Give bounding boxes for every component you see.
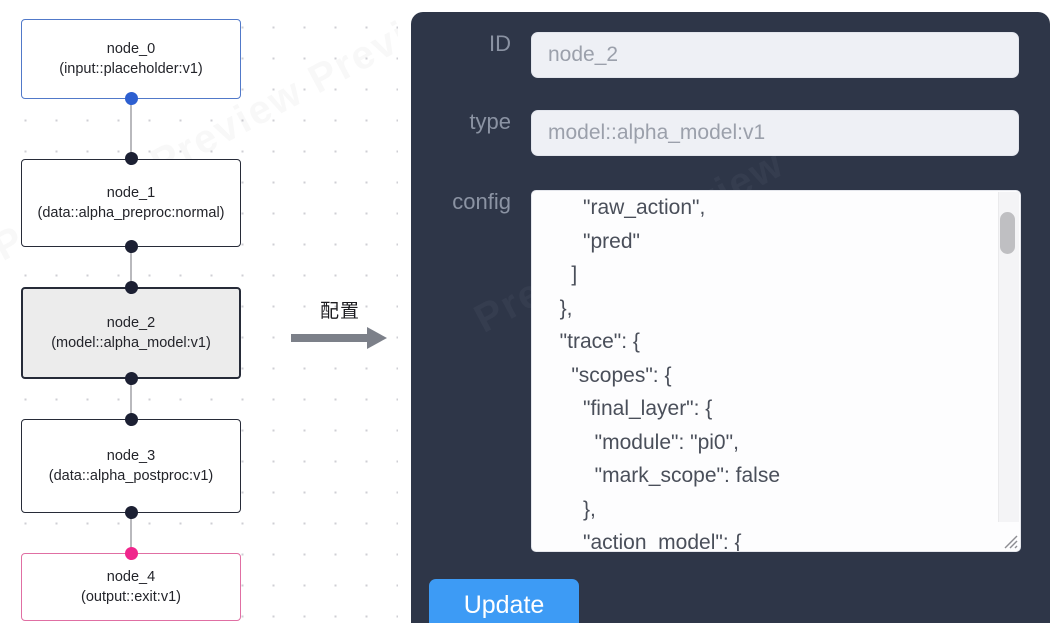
- node-subtitle: (data::alpha_preproc:normal): [37, 205, 225, 221]
- edge-node0-node1[interactable]: [130, 92, 132, 164]
- node-subtitle: (model::alpha_model:v1): [51, 335, 211, 351]
- transition-annotation: 配置: [287, 296, 393, 349]
- graph-node-node_3[interactable]: node_3 (data::alpha_postproc:v1): [21, 419, 241, 513]
- node_1-input-handle[interactable]: [124, 152, 138, 165]
- id-input[interactable]: [531, 32, 1019, 78]
- config-label: config: [452, 189, 511, 214]
- node-title: node_3: [106, 448, 156, 464]
- config-textarea[interactable]: "raw_action", "pred" ] }, "trace": { "sc…: [531, 190, 1021, 552]
- graph-node-node_2[interactable]: node_2 (model::alpha_model:v1): [21, 287, 241, 379]
- update-button[interactable]: Update: [429, 579, 579, 623]
- node-title: node_1: [106, 185, 156, 201]
- node-subtitle: (input::placeholder:v1): [59, 61, 203, 77]
- node_0-output-handle[interactable]: [124, 92, 138, 105]
- field-row-type: type: [423, 109, 1019, 156]
- config-scrollbar-track[interactable]: [998, 192, 1019, 522]
- field-row-id: ID: [423, 31, 1019, 78]
- edge-node3-node4[interactable]: [130, 506, 132, 556]
- node-config-panel: Preview Preview ID type config "raw_acti…: [411, 12, 1050, 623]
- node-title: node_0: [106, 41, 156, 57]
- id-label: ID: [489, 31, 511, 56]
- node_4-input-handle[interactable]: [124, 547, 138, 560]
- field-row-config: config "raw_action", "pred" ] }, "trace"…: [423, 189, 1021, 552]
- graph-node-node_1[interactable]: node_1 (data::alpha_preproc:normal): [21, 159, 241, 247]
- node-title: node_2: [106, 315, 156, 331]
- node-subtitle: (data::alpha_postproc:v1): [48, 468, 214, 484]
- graph-node-node_0[interactable]: node_0 (input::placeholder:v1): [21, 19, 241, 99]
- type-input[interactable]: [531, 110, 1019, 156]
- edge-node2-node3[interactable]: [130, 372, 132, 424]
- node_3-output-handle[interactable]: [124, 506, 138, 519]
- graph-canvas[interactable]: Preview Preview Preview node_0 (input::p…: [0, 0, 398, 643]
- resize-handle-icon[interactable]: [999, 530, 1019, 550]
- node_1-output-handle[interactable]: [124, 240, 138, 253]
- node_2-input-handle[interactable]: [124, 281, 138, 294]
- edge-node1-node2[interactable]: [130, 240, 132, 292]
- right-arrow-icon: [287, 327, 393, 349]
- type-label: type: [469, 109, 511, 134]
- node-title: node_4: [106, 569, 156, 585]
- graph-node-node_4[interactable]: node_4 (output::exit:v1): [21, 553, 241, 621]
- node-subtitle: (output::exit:v1): [81, 589, 181, 605]
- node_3-input-handle[interactable]: [124, 413, 138, 426]
- transition-label: 配置: [319, 300, 360, 322]
- config-scrollbar-thumb[interactable]: [1000, 212, 1015, 254]
- node_2-output-handle[interactable]: [124, 372, 138, 385]
